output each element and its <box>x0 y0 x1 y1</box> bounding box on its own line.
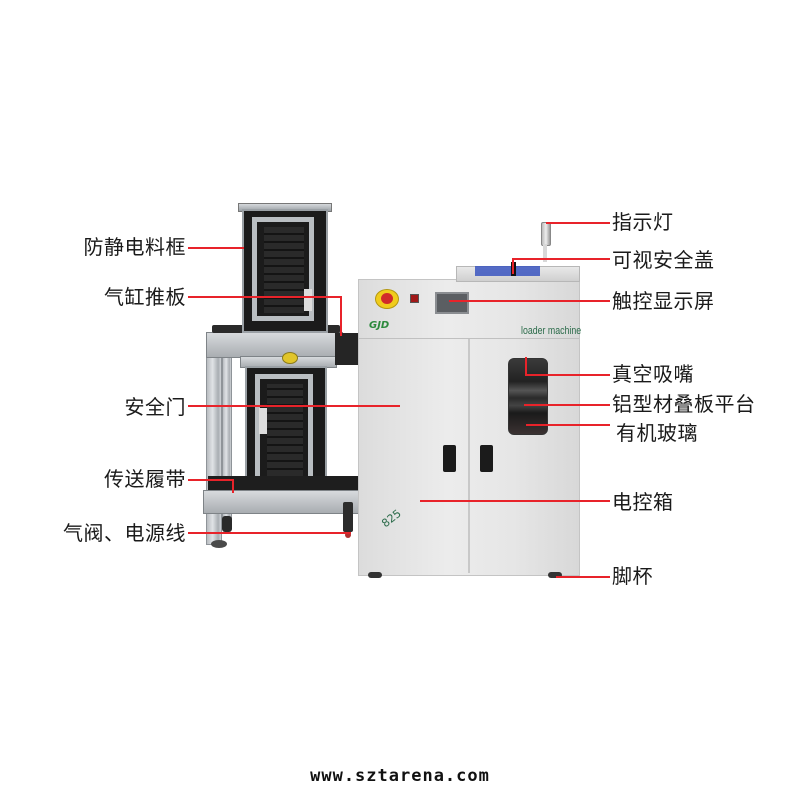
main-cabinet: GJD loader machine 825 <box>358 279 582 576</box>
label-vacuum-nozzle: 真空吸嘴 <box>612 362 694 386</box>
visible-safety-cover <box>475 266 540 276</box>
cabinet-top-panel <box>359 280 579 339</box>
leader-anti-static-magazine <box>188 247 244 249</box>
leader-conveyor-belt <box>188 479 234 481</box>
brand-logo: GJD <box>369 320 390 331</box>
emergency-stop-button[interactable] <box>375 289 399 309</box>
leader-vacuum-nozzle <box>525 374 610 376</box>
indicator-light-tower[interactable] <box>541 222 551 246</box>
leader-safety-door <box>188 405 400 407</box>
label-air-valve-power-cord: 气阀、电源线 <box>63 521 186 545</box>
leader-touch-screen <box>449 300 610 302</box>
left-door-handle[interactable] <box>443 445 456 472</box>
upper-magazine <box>242 209 328 333</box>
leader-cylinder-push-plate <box>188 296 342 298</box>
label-visible-safety-cover: 可视安全盖 <box>612 248 715 272</box>
leader-electric-control-box <box>420 500 610 502</box>
foot-cup-right <box>548 572 562 578</box>
viewing-window <box>508 358 548 435</box>
air-valve-knob <box>345 532 351 538</box>
leader-cylinder-push-plate-drop <box>340 296 342 336</box>
leader-conveyor-belt-drop <box>232 479 234 493</box>
conveyor-belt-surface <box>208 476 358 492</box>
label-foot-cup: 脚杯 <box>612 564 653 588</box>
label-touch-screen: 触控显示屏 <box>612 289 715 313</box>
leader-foot-cup <box>556 576 610 578</box>
leader-indicator-light <box>546 222 610 224</box>
air-valve <box>343 502 353 532</box>
panel-text-loader-machine: loader machine <box>521 325 582 337</box>
website-url[interactable]: www.sztarena.com <box>310 766 490 786</box>
label-anti-static-magazine: 防静电料框 <box>83 235 186 259</box>
leader-visible-safety-cover <box>512 258 610 260</box>
label-cylinder-push-plate: 气缸推板 <box>104 285 186 309</box>
power-indicator <box>410 294 419 303</box>
label-indicator-light: 指示灯 <box>612 210 674 234</box>
label-electric-control-box: 电控箱 <box>612 490 674 514</box>
leader-aluminum-stacking-platform <box>524 404 610 406</box>
leader-vacuum-nozzle-drop <box>525 357 527 375</box>
adjust-knob <box>282 352 298 364</box>
leader-air-valve-power-cord <box>188 532 351 534</box>
indicator-light-stem <box>543 244 547 262</box>
upper-rail <box>206 332 343 358</box>
push-plate-housing <box>335 333 361 365</box>
leveling-foot <box>211 540 227 548</box>
right-door-handle[interactable] <box>480 445 493 472</box>
bottom-rail <box>203 490 360 514</box>
label-conveyor-belt: 传送履带 <box>104 467 186 491</box>
touch-screen[interactable] <box>435 292 469 314</box>
label-aluminum-stacking-platform: 铝型材叠板平台 <box>612 392 756 416</box>
label-acrylic-glass: 有机玻璃 <box>616 421 698 445</box>
label-safety-door: 安全门 <box>124 395 186 419</box>
leader-visible-safety-cover-drop <box>512 258 514 274</box>
wheel <box>222 516 232 532</box>
leader-acrylic-glass <box>526 424 610 426</box>
foot-cup-left <box>368 572 382 578</box>
left-door[interactable] <box>359 339 470 573</box>
